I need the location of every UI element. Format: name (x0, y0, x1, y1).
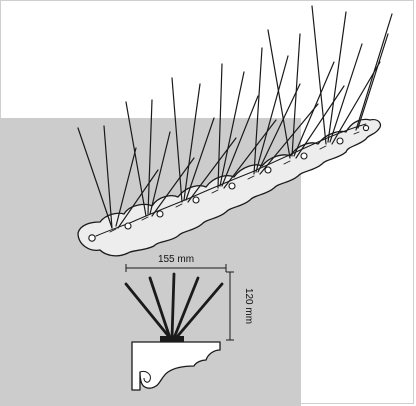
side-spike (170, 272, 176, 340)
height-label: 120 mm (243, 288, 254, 324)
side-view-spikes (124, 272, 224, 340)
height-dimension (226, 271, 234, 341)
width-dimension (125, 264, 227, 272)
dimension-detail: 155 mm 120 mm (124, 254, 254, 391)
ledge-profile (131, 341, 221, 391)
mounting-hole (362, 124, 370, 132)
width-label: 155 mm (158, 254, 194, 265)
spike-base-ridge (95, 123, 367, 237)
side-spike (174, 282, 224, 340)
mounting-hole (192, 196, 200, 204)
mounting-hole (88, 234, 96, 242)
ledge-profile-detail (139, 371, 151, 383)
mounting-hole (228, 182, 236, 190)
bird-spike-strip (77, 5, 393, 257)
crimp-details (109, 131, 360, 233)
side-spike (172, 276, 200, 340)
mounting-hole (124, 222, 132, 230)
side-view-base (160, 336, 184, 342)
mounting-hole (156, 210, 164, 218)
mounting-hole (336, 137, 344, 145)
spike-wires (77, 5, 393, 229)
side-spike (124, 282, 172, 340)
mounting-hole (264, 166, 272, 174)
mounting-hole (300, 152, 308, 160)
mounting-holes (88, 124, 370, 242)
side-spike (148, 276, 172, 340)
